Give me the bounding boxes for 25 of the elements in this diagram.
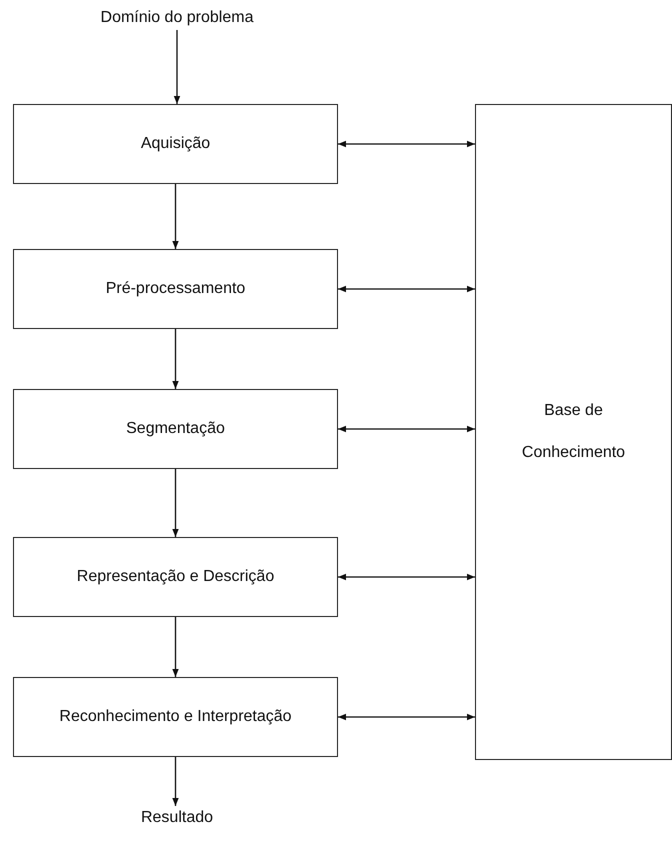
arrow	[172, 329, 179, 389]
arrow	[338, 140, 475, 148]
arrow	[172, 184, 179, 249]
arrow	[172, 757, 179, 806]
box-label: Segmentação	[126, 419, 225, 439]
arrow	[338, 714, 475, 720]
process-box	[13, 104, 338, 184]
process-box	[13, 249, 338, 329]
box-label: Reconhecimento e Interpretação	[59, 707, 292, 727]
arrow	[172, 617, 179, 677]
node-label: Domínio do problema	[100, 8, 254, 28]
box-label: Aquisição	[140, 134, 210, 154]
arrow	[338, 426, 475, 432]
arrow	[338, 286, 475, 292]
process-box	[475, 104, 672, 760]
node-label: Resultado	[140, 808, 214, 828]
process-box	[13, 677, 338, 757]
box-label: Pré-processamento	[106, 279, 246, 299]
arrow	[338, 574, 475, 580]
box-label: Base de Conhecimento	[522, 401, 626, 463]
process-box	[13, 537, 338, 617]
process-box	[13, 389, 338, 469]
box-label: Representação e Descrição	[76, 567, 274, 587]
arrow	[174, 30, 180, 104]
arrow	[172, 469, 179, 537]
